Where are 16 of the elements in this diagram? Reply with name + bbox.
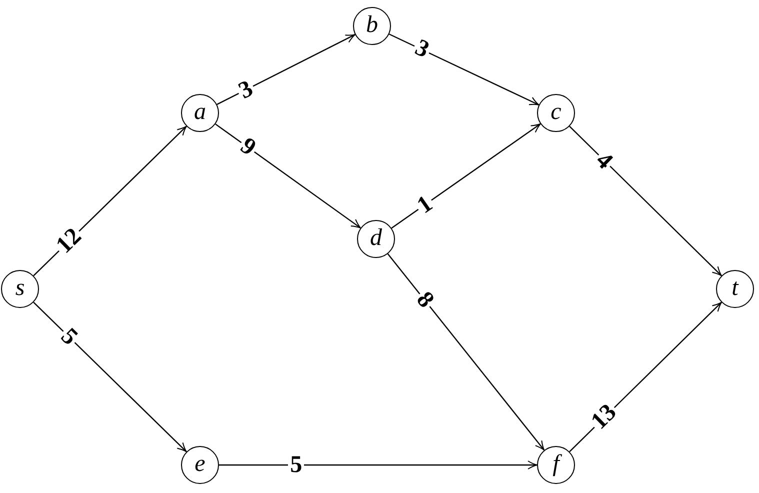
node-label: c [550,100,562,124]
node-label: b [366,12,378,36]
node-label: d [370,226,382,250]
node-circle [181,446,219,484]
node-circle [716,270,754,308]
node-circle [537,446,575,484]
node-circle [357,220,395,258]
node-label: a [194,100,206,124]
node-label: e [194,452,206,476]
node-label: t [732,276,738,300]
node-label: s [15,276,25,300]
node-circle [1,270,39,308]
node-circle [181,94,219,132]
node-circle [353,7,391,45]
node-label: f [552,452,560,476]
node-circle [537,94,575,132]
